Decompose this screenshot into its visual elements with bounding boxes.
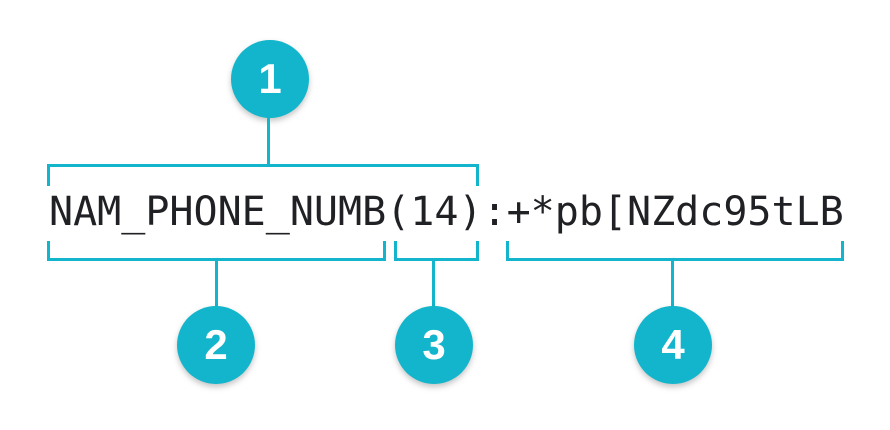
callout-4-connector-line (671, 261, 674, 308)
callout-1-number: 1 (258, 55, 282, 102)
callout-3-badge: 3 (395, 306, 473, 384)
callout-1-badge: 1 (231, 40, 309, 118)
callout-1-connector-line (267, 117, 270, 166)
callout-2-number: 2 (204, 321, 228, 368)
callout-2-badge: 2 (177, 306, 255, 384)
callout-4-badge: 4 (634, 306, 712, 384)
callout-3-number: 3 (422, 321, 446, 368)
encoded-string: NAM_PHONE_NUMB(14):+*pb[NZdc95tLB (49, 188, 844, 236)
bottom-bracket-length (394, 241, 479, 261)
callout-4-number: 4 (661, 321, 685, 368)
separator-colon: : (482, 189, 507, 235)
bottom-bracket-masked-value (506, 241, 844, 261)
callout-3-connector-line (432, 261, 435, 308)
top-bracket-field-name-and-length (47, 164, 479, 186)
length-segment: (14) (386, 189, 483, 235)
bottom-bracket-field-name (47, 241, 386, 261)
callout-2-connector-line (215, 261, 218, 308)
masked-value-segment: +*pb[NZdc95tLB (506, 189, 844, 235)
field-name-segment: NAM_PHONE_NUMB (49, 189, 387, 235)
